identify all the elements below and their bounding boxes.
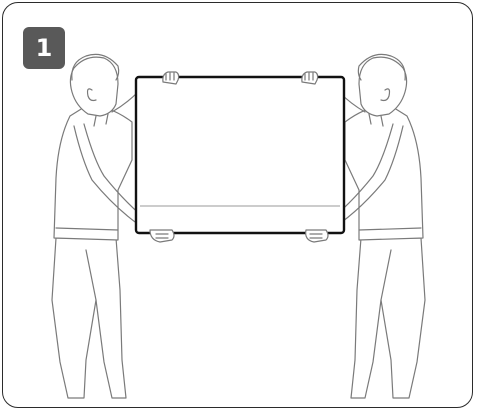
- left-person-head: [70, 57, 118, 116]
- left-person-torso: [54, 106, 132, 240]
- tv-panel-icon: [136, 77, 344, 233]
